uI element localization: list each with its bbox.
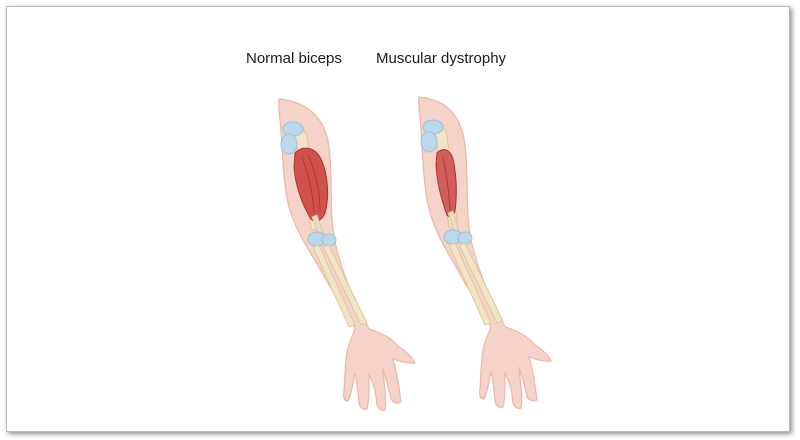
figure-frame: Normal biceps Muscular dystrophy <box>6 6 790 432</box>
radius-bone <box>322 244 368 326</box>
shoulder-head <box>420 131 438 153</box>
shoulder-head <box>280 133 298 155</box>
biceps-tendon <box>447 210 460 234</box>
ulna-bone <box>312 244 356 328</box>
normal-arm-illustration <box>278 98 416 411</box>
shoulder-cartilage <box>422 119 444 135</box>
biceps-muscle-atrophied <box>435 149 457 218</box>
biceps-muscle-normal <box>293 147 329 222</box>
biceps-tendon <box>311 214 324 236</box>
ulna-bone <box>448 242 492 326</box>
dystrophy-arm-illustration <box>418 96 552 409</box>
radius-bone <box>458 242 504 324</box>
label-muscular-dystrophy: Muscular dystrophy <box>376 50 507 67</box>
label-normal-biceps: Normal biceps <box>246 50 342 67</box>
